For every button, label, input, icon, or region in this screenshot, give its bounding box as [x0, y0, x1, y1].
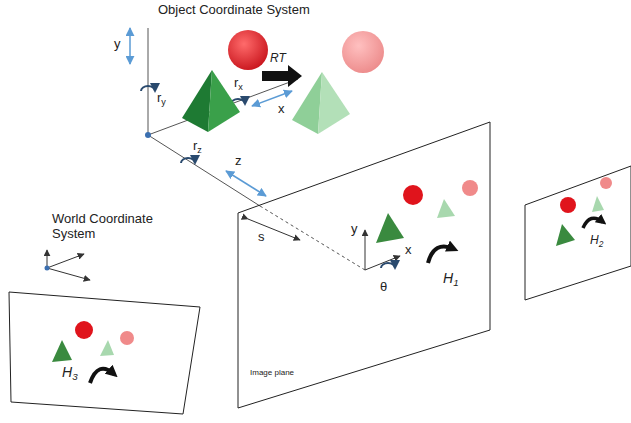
- pyramid-image: [592, 196, 604, 212]
- pyramid-image: [437, 199, 455, 218]
- axis-label: z: [235, 154, 242, 169]
- pyramid-image: [52, 340, 72, 362]
- plane-label: Image plane: [250, 368, 294, 377]
- plane-outline: [8, 290, 202, 416]
- homography-arrow: [428, 246, 454, 263]
- axis: [148, 135, 260, 206]
- pyramid: [292, 72, 322, 134]
- plane-label: y: [351, 222, 358, 237]
- sphere-image: [462, 180, 478, 196]
- translation-arrow: [226, 171, 266, 196]
- rotation-symbol: [381, 263, 395, 268]
- plane-outline: [524, 164, 631, 302]
- plane-label: x: [405, 243, 412, 258]
- plane-ground: [525, 166, 631, 300]
- dimension-arrow: [248, 219, 300, 240]
- sphere-image: [560, 197, 576, 213]
- pyramid: [318, 72, 350, 134]
- sphere-image: [403, 185, 423, 205]
- axis: [148, 28, 149, 135]
- sphere: [228, 30, 268, 70]
- axis: [47, 268, 90, 280]
- rotation-symbol: [141, 86, 155, 91]
- plane-outline: [525, 166, 631, 300]
- origin: [45, 266, 50, 271]
- homography-arrow: [90, 369, 114, 383]
- axis: [47, 250, 48, 268]
- rotation-symbol: [181, 158, 195, 163]
- homography-arrow: [583, 218, 603, 228]
- pyramid: [182, 70, 212, 132]
- pyramid: [208, 70, 240, 132]
- sphere-image: [75, 321, 93, 339]
- axis-label: Object Coordinate System: [158, 3, 310, 18]
- image-plane: s y x θ H1Image plane: [238, 121, 491, 410]
- sphere: [342, 31, 384, 73]
- axis: [365, 230, 366, 270]
- axis-label: rx: [234, 76, 243, 92]
- plane-label: H2: [590, 234, 603, 249]
- plane-outline: [9, 292, 200, 414]
- axis-label: RT: [270, 52, 286, 66]
- plane-outline: [238, 121, 491, 410]
- plane-label: H3: [62, 364, 78, 382]
- pyramid-image: [100, 340, 114, 356]
- axis: [47, 254, 84, 268]
- translation-arrow: [252, 91, 292, 106]
- pyramid-image: [376, 213, 404, 243]
- axis-label: y: [114, 37, 121, 52]
- sphere-image: [120, 331, 134, 345]
- plane-ground: [9, 292, 200, 414]
- axis: [365, 256, 400, 270]
- axis-label: ry: [157, 91, 166, 107]
- translation-arrow: [129, 28, 131, 64]
- plane-label: s: [258, 230, 265, 245]
- axis-label: rz: [193, 139, 202, 155]
- image-plane: H2: [524, 164, 631, 302]
- axis: [260, 206, 365, 270]
- plane-ground: [238, 122, 490, 408]
- plane-outline: [238, 122, 490, 408]
- transform-arrow: [262, 65, 302, 87]
- pyramid-image: [556, 224, 575, 246]
- sphere-image: [600, 177, 612, 189]
- plane-label: H1: [443, 270, 459, 288]
- image-plane: H3: [8, 290, 202, 416]
- axis-label: World Coordinate System: [52, 212, 170, 242]
- axis-label: x: [278, 102, 285, 117]
- origin: [145, 132, 151, 138]
- plane-label: θ: [380, 280, 387, 295]
